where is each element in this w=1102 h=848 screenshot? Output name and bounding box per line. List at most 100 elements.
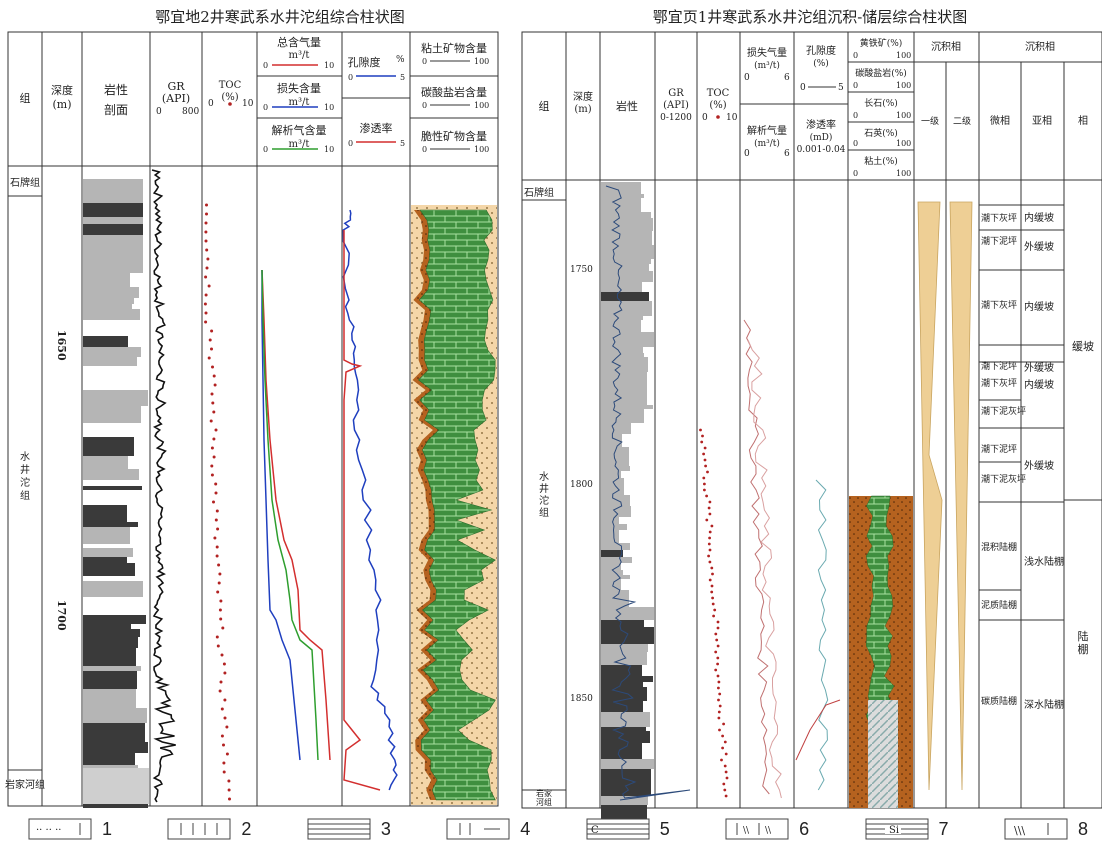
legend-number: 7 [938,818,949,839]
right-sed-facies-header: 沉积相 [1025,40,1055,53]
legend-swatch [446,818,510,840]
toc-point [717,710,721,714]
lith-bed [601,620,644,627]
toc-point [223,698,227,702]
lith-bed [601,743,642,759]
left-depth-tick-1700: 1700 [55,600,68,631]
toc-point [705,518,709,522]
left-gas-loss-curve [261,270,301,761]
right-feldspar-max: 100 [896,111,911,120]
lith-bed [601,727,646,731]
toc-point [216,644,220,648]
toc-point [222,770,226,774]
right-sub-header: 亚相 [1032,114,1052,127]
toc-point [702,452,705,456]
toc-point [212,410,216,414]
micro-facies-4: 潮下灰坪 [981,377,1017,389]
lith-bed [83,287,139,298]
lith-bed [83,437,134,456]
lith-bed [601,550,623,557]
toc-point [204,275,208,279]
toc-point [227,779,231,783]
toc-point [721,734,724,738]
lith-bed [83,320,129,336]
toc-point [723,764,727,768]
lith-bed [601,769,651,781]
toc-point [205,212,208,216]
lith-bed [601,466,630,471]
lith-bed [83,235,143,254]
lith-bed [601,231,652,245]
toc-point [214,491,218,495]
right-porosity-max: 5 [838,83,844,93]
toc-point [222,743,225,747]
toc-point [228,797,231,801]
left-formation-top: 石牌组 [10,176,40,189]
toc-point [204,230,208,234]
lith-bed [83,689,136,708]
lith-bed [601,495,630,506]
toc-point [220,734,224,738]
right-gas-desorb-label: 解析气量 [747,124,787,137]
lith-bed [83,486,142,490]
left-perm-label: 渗透率 [360,121,393,135]
toc-point [222,761,226,765]
right-sub-facies-list: 内缓坡 外缓坡 内缓坡 外缓坡 内缓坡 外缓坡 浅水陆棚 深水陆棚 [1024,211,1064,711]
left-gas-desorb-label: 解析气含量 [272,123,327,137]
sub-facies-6: 浅水陆棚 [1024,555,1064,568]
left-carb-min: 0 [422,101,427,110]
left-gas-desorb-curve [261,269,319,761]
right-level2-header: 二级 [953,115,971,127]
micro-facies-7: 潮下泥灰坪 [981,473,1026,485]
lith-bed [83,168,143,179]
toc-point [210,464,214,468]
left-toc-min: 0 [208,99,214,109]
lith-bed [601,218,653,231]
left-perm-max: 5 [400,139,405,148]
lith-bed [83,527,130,544]
toc-point [723,740,727,744]
right-pyrite-min: 0 [853,51,858,60]
left-header-lith-a: 岩性 [104,82,128,97]
toc-point [717,680,721,684]
facies-0: 缓坡 [1072,340,1094,353]
lith-bed [83,768,149,804]
toc-point [205,248,209,252]
toc-point [703,482,706,486]
lith-bed [601,701,643,712]
left-gas-total-curve [261,269,331,761]
lith-bed [601,434,622,447]
lith-bed [83,480,146,486]
lith-bed [601,405,653,409]
left-porosity-curve [342,209,398,791]
right-quartz-label: 石英(%) [864,127,898,139]
toc-point [704,464,707,468]
toc-point [225,725,229,729]
lith-bed [601,712,650,727]
legend-item-3: 3 [307,817,391,841]
right-perm-range: 0.001-0.04 [797,145,846,155]
toc-point [222,662,226,666]
left-gas-desorb-max: 10 [324,145,334,154]
right-sed-cycle-header: 沉积相 [931,40,961,53]
toc-point [701,434,704,438]
left-gas-desorb-unit: m³/t [289,139,310,150]
toc-point [209,419,213,423]
lith-bed [601,357,648,372]
toc-point [217,563,221,567]
toc-point [218,689,222,693]
left-header-toc-a: TOC [219,80,242,91]
right-lithology-column [601,182,654,821]
lith-bed [83,666,141,671]
toc-point [711,596,714,600]
toc-point [205,266,209,270]
lith-bed [601,570,623,575]
right-gas-loss-unit: (m³/t) [754,60,780,71]
lith-bed [601,506,631,517]
lith-bed [83,723,145,742]
left-header-depth-unit: (m) [52,98,71,111]
toc-point [219,599,223,603]
lith-bed [601,665,642,676]
toc-point [716,662,719,666]
